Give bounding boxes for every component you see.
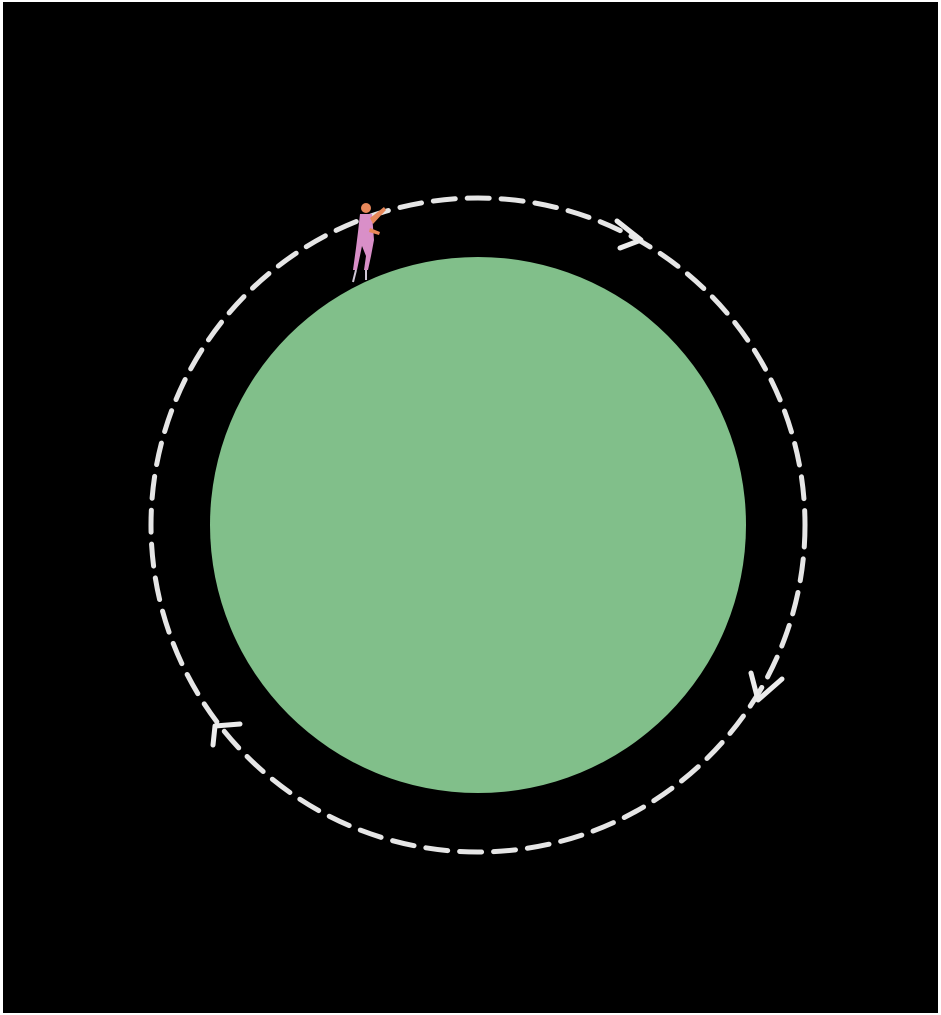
orbit-arrow-top-right — [617, 221, 641, 248]
person-figure — [353, 203, 386, 282]
planet-circle — [210, 257, 746, 793]
